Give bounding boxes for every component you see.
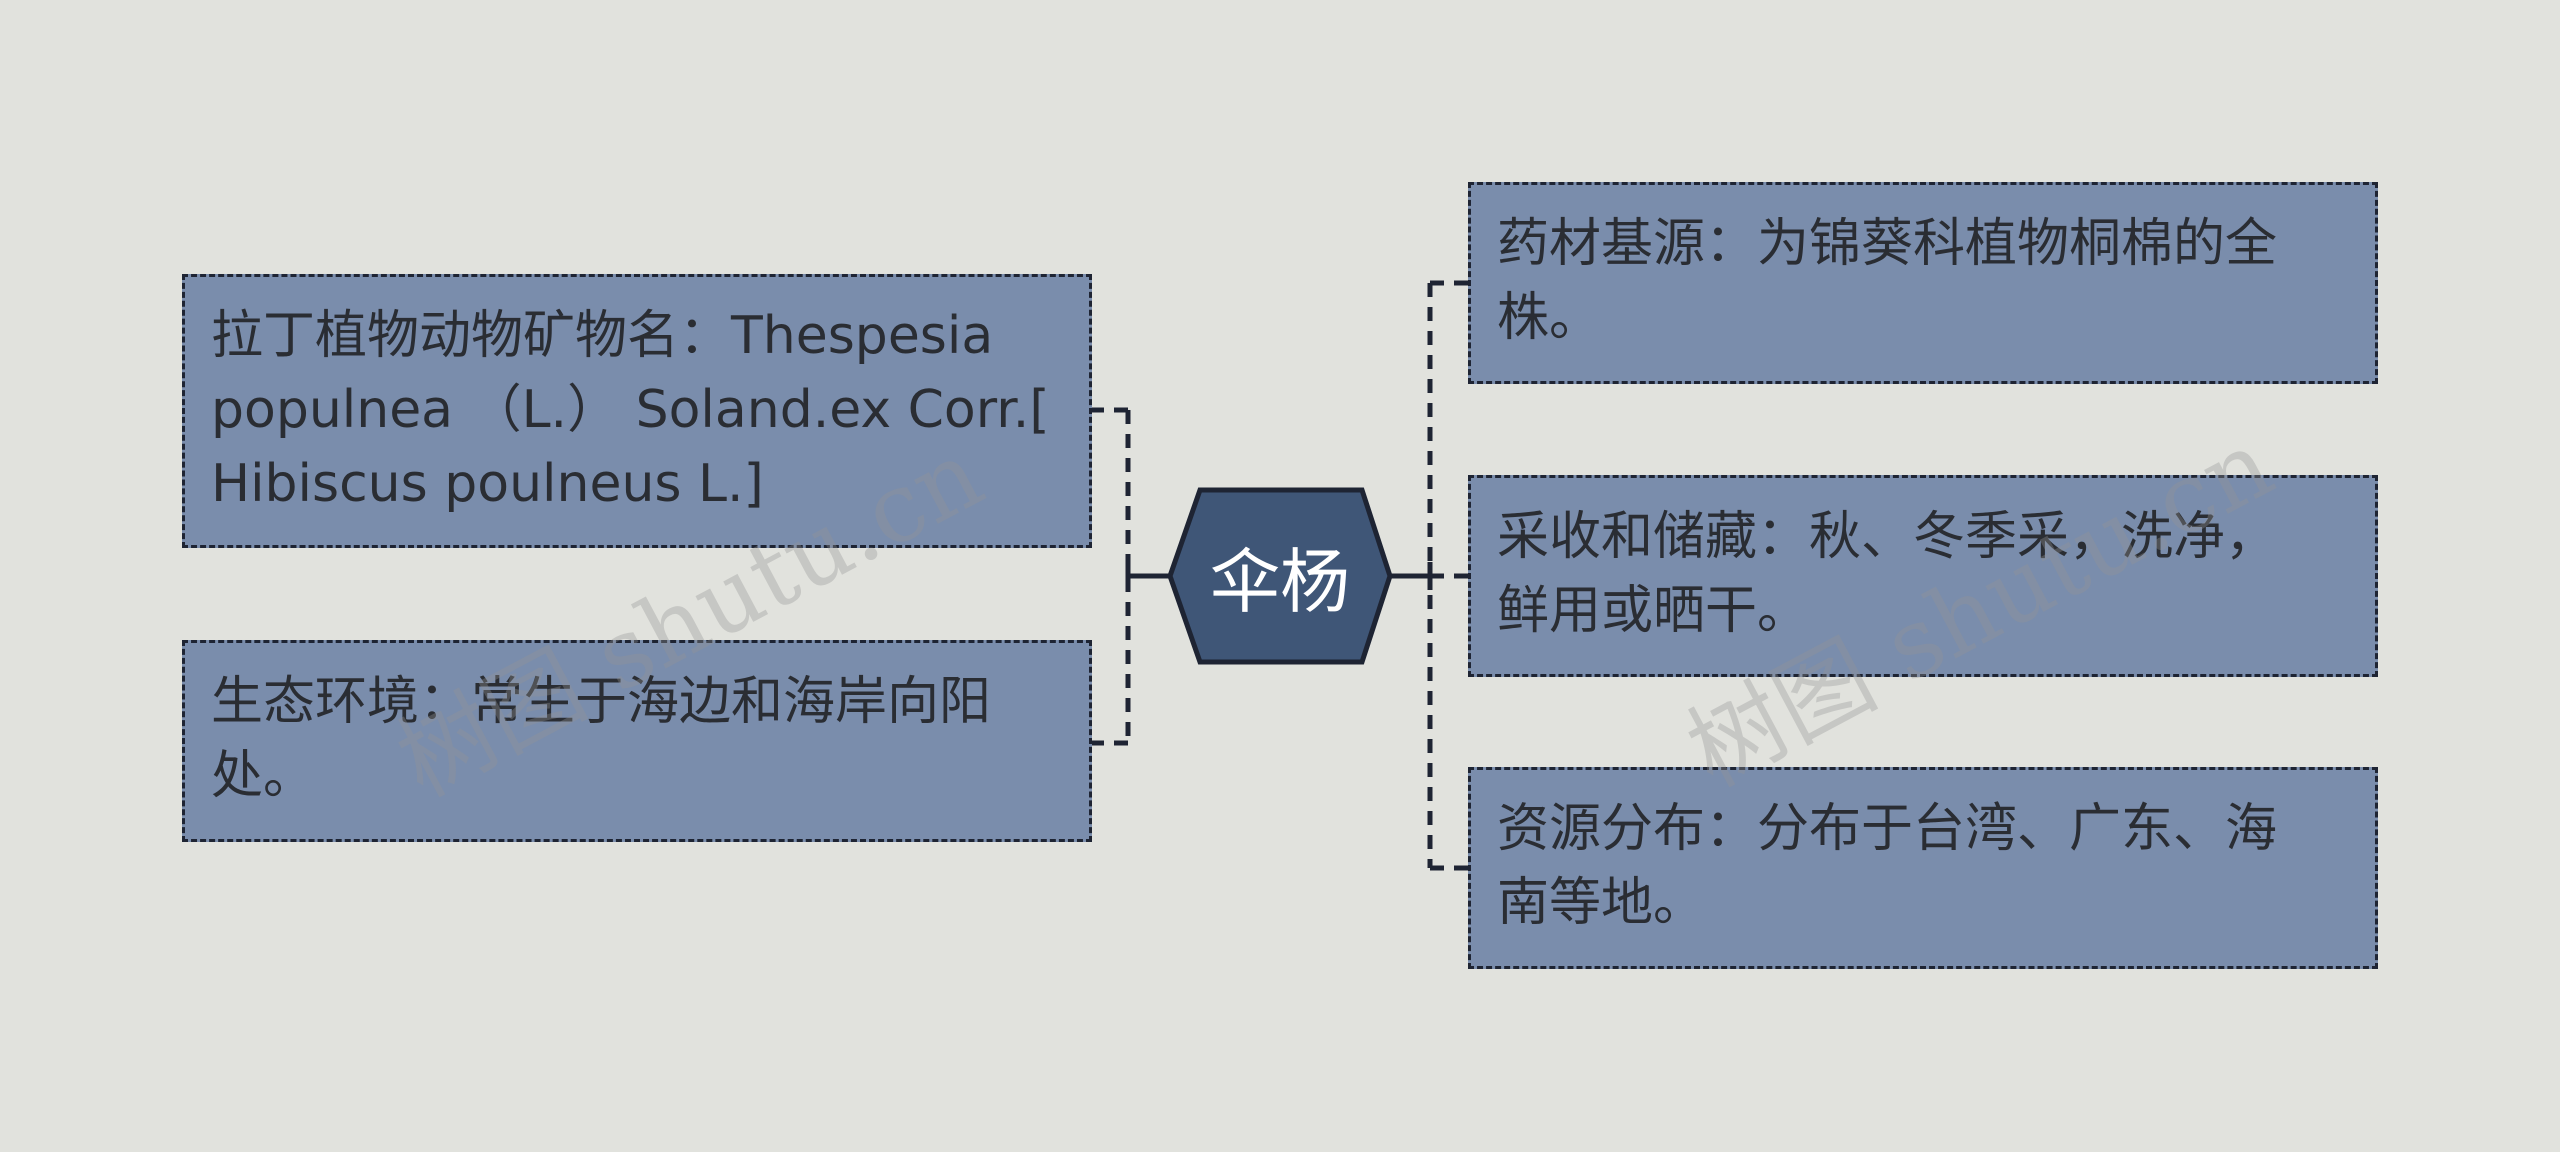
node-latin-name[interactable]: 拉丁植物动物矿物名：Thespesia populnea （L.） Soland… — [182, 274, 1092, 548]
node-text-line: 南等地。 — [1497, 873, 1706, 933]
node-text-line: 处。 — [211, 746, 316, 806]
node-text-line: 株。 — [1497, 288, 1602, 348]
node-text-line: Hibiscus poulneus L.] — [211, 454, 764, 514]
node-distribution[interactable]: 资源分布：分布于台湾、广东、海 南等地。 — [1468, 767, 2378, 969]
node-habitat[interactable]: 生态环境：常生于海边和海岸向阳 处。 — [182, 640, 1092, 842]
node-harvest-storage[interactable]: 采收和储藏：秋、冬季采，洗净， 鲜用或晒干。 — [1468, 475, 2378, 677]
node-text-line: 鲜用或晒干。 — [1497, 581, 1810, 641]
node-text-line: 采收和储藏：秋、冬季采，洗净， — [1497, 507, 2278, 567]
center-hexagon — [1167, 487, 1393, 665]
node-text-line: 药材基源：为锦葵科植物桐棉的全 — [1497, 214, 2278, 274]
node-text-line: populnea （L.） Soland.ex Corr.[ — [211, 380, 1050, 440]
node-text-line: 生态环境：常生于海边和海岸向阳 — [211, 672, 992, 732]
node-text-line: 拉丁植物动物矿物名：Thespesia — [211, 306, 994, 366]
node-source[interactable]: 药材基源：为锦葵科植物桐棉的全 株。 — [1468, 182, 2378, 384]
node-text-line: 资源分布：分布于台湾、广东、海 — [1497, 799, 2278, 859]
